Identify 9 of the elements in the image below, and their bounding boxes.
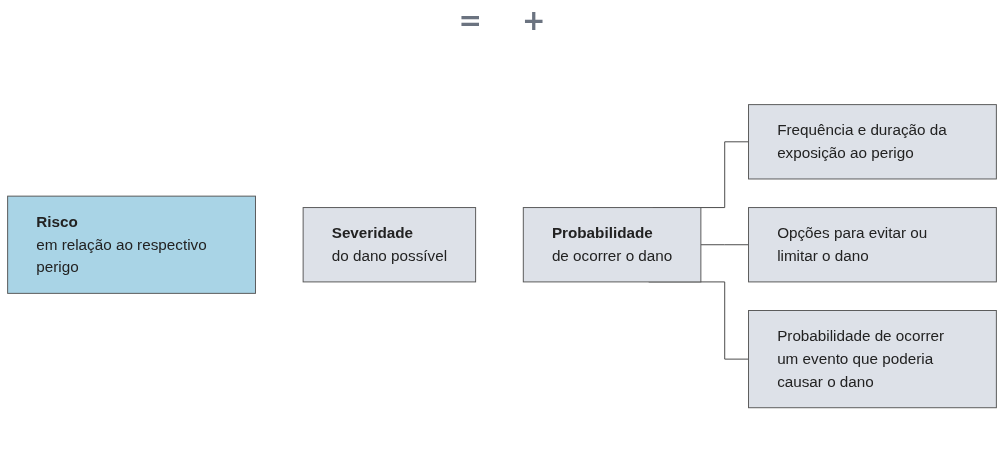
node-box: Severidade do dano possível [302,206,477,283]
connector [700,244,749,246]
node-box: Risco em relação ao respectivo perigo [7,195,256,294]
operator-sign: = [458,3,482,37]
operator-sign: + [522,3,546,37]
node-box: Probabilidade de ocorrer o dano [522,206,702,283]
node-box: Frequência e duração da exposição ao perigo [748,103,997,180]
node-box: Probabilidade de ocorrer um evento que poderia causar o dano [748,309,997,409]
node-box: Opções para evitar ou limitar o dano [748,206,997,283]
